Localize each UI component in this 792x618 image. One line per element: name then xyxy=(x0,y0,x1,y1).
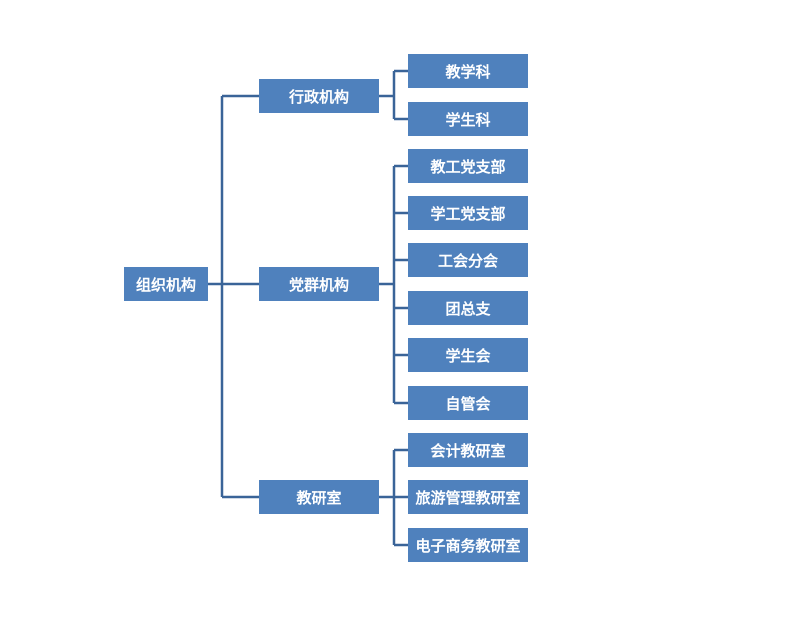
branch-node-admin: 行政机构 xyxy=(259,79,379,113)
leaf-node: 教工党支部 xyxy=(408,149,528,183)
leaf-node: 团总支 xyxy=(408,291,528,325)
leaf-node: 教学科 xyxy=(408,54,528,88)
leaf-node: 学生科 xyxy=(408,102,528,136)
leaf-node: 工会分会 xyxy=(408,243,528,277)
leaf-node: 旅游管理教研室 xyxy=(408,480,528,514)
leaf-node: 电子商务教研室 xyxy=(408,528,528,562)
branch-node-party: 党群机构 xyxy=(259,267,379,301)
branch-node-teaching: 教研室 xyxy=(259,480,379,514)
leaf-node: 学工党支部 xyxy=(408,196,528,230)
leaf-node: 自管会 xyxy=(408,386,528,420)
leaf-node: 学生会 xyxy=(408,338,528,372)
leaf-node: 会计教研室 xyxy=(408,433,528,467)
root-node: 组织机构 xyxy=(124,267,208,301)
